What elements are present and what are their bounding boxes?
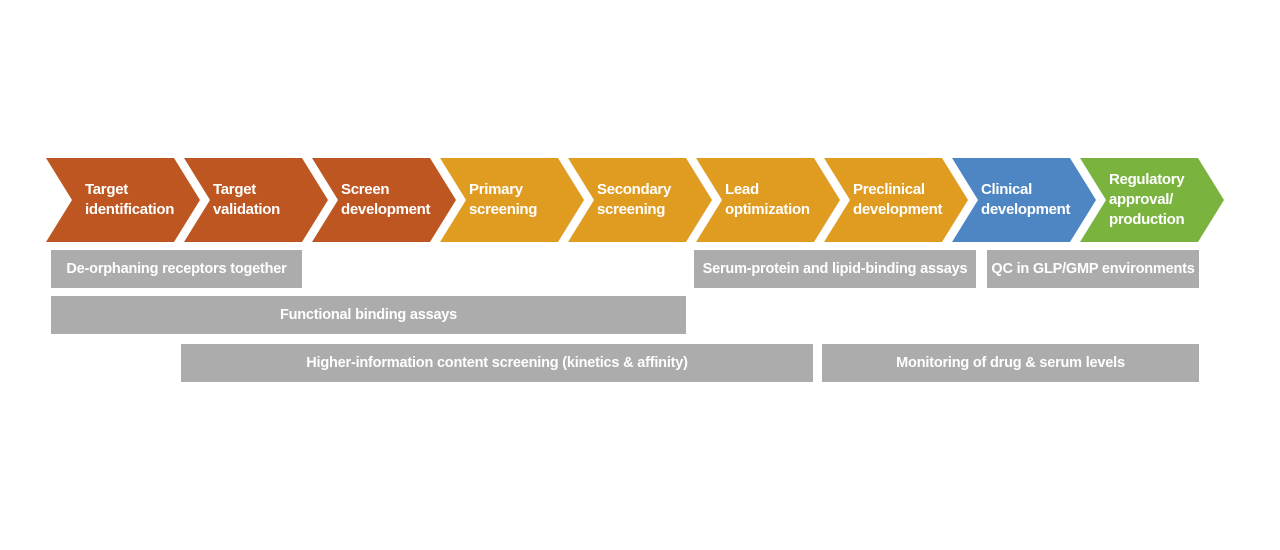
- stage-chevron-target-identification: [46, 158, 200, 242]
- stage-chevron-regulatory-approval: [1080, 158, 1224, 242]
- stage-chevron-target-validation: [184, 158, 328, 242]
- stage-chevron-clinical-development: [952, 158, 1096, 242]
- stage-chevron-primary-screening: [440, 158, 584, 242]
- stage-chevron-screen-development: [312, 158, 456, 242]
- stage-chevron-secondary-screening: [568, 158, 712, 242]
- activity-bar-monitoring-drug-serum-levels: Monitoring of drug & serum levels: [822, 344, 1199, 382]
- activity-bar-qc-glp-gmp: QC in GLP/GMP environments: [987, 250, 1199, 288]
- activity-bar-deorphaning-receptors: De-orphaning receptors together: [51, 250, 302, 288]
- activity-bar-serum-protein-lipid-binding: Serum-protein and lipid-binding assays: [694, 250, 976, 288]
- activity-bar-functional-binding-assays: Functional binding assays: [51, 296, 686, 334]
- stage-chevron-preclinical-development: [824, 158, 968, 242]
- stage-chevron-lead-optimization: [696, 158, 840, 242]
- pipeline-stage-arrows: [46, 158, 1224, 242]
- activity-bar-higher-information-screening: Higher-information content screening (ki…: [181, 344, 813, 382]
